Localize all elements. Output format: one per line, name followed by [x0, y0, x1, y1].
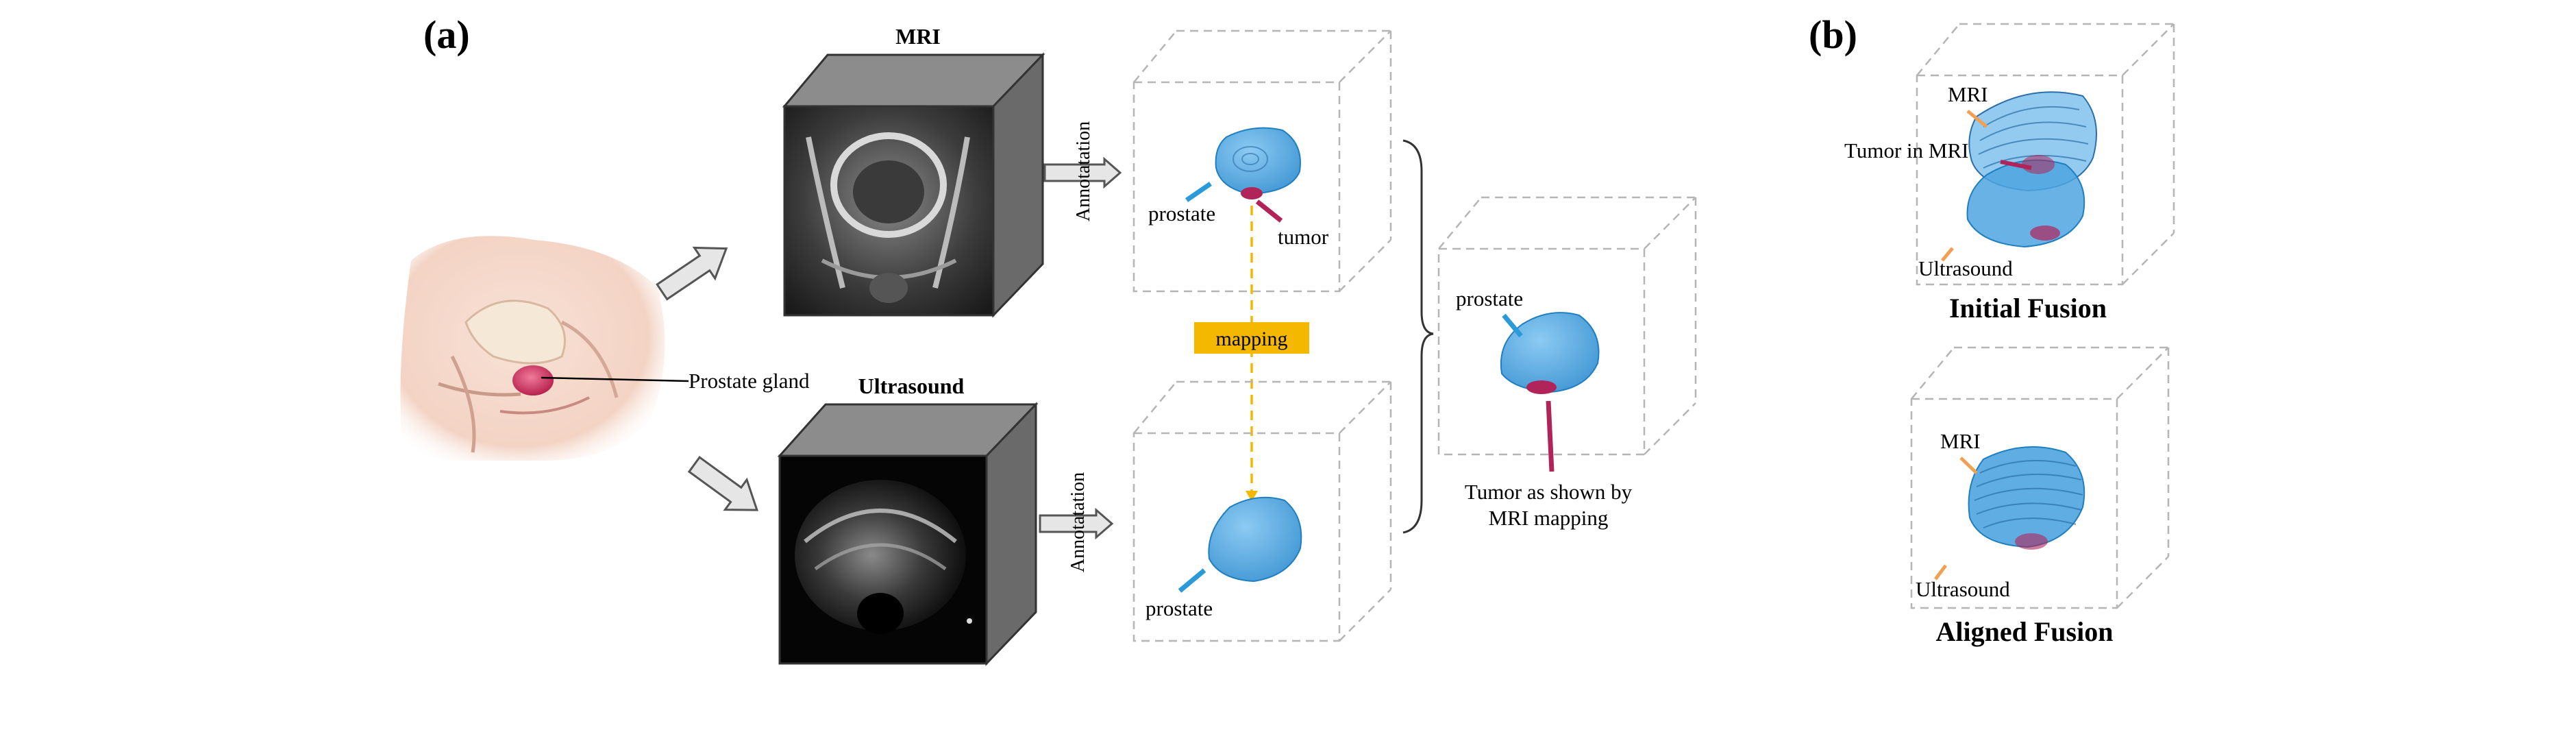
annotation-label-ultrasound: Annotatation	[1067, 472, 1089, 572]
ultrasound-prostate-leader	[1178, 568, 1206, 593]
result-prostate-label: prostate	[1456, 287, 1523, 310]
aligned-fused-volume	[1968, 446, 2085, 548]
annotation-arrow-mri	[1043, 156, 1122, 189]
ultrasound-segmentation-cube	[1132, 380, 1392, 642]
aligned-mri-leader	[1959, 456, 1978, 474]
aligned-mri-label: MRI	[1940, 429, 1981, 453]
panel-a-label: (a)	[423, 12, 470, 57]
annotation-label-mri: Annotatation	[1073, 121, 1094, 221]
prostate-gland-shape	[512, 365, 554, 395]
mapping-box	[1194, 322, 1309, 354]
ultrasound-volume	[777, 402, 1039, 666]
ultrasound-title: Ultrasound	[858, 374, 965, 398]
result-tumor-caption-line2: MRI mapping	[1489, 506, 1609, 530]
mri-prostate-leader	[1185, 182, 1212, 202]
initial-mri-leader	[1966, 110, 1988, 128]
result-tumor-segmentation	[1526, 380, 1557, 394]
initial-ultrasound-label: Ultrasound	[1918, 256, 2013, 280]
ultrasound-prostate-label: prostate	[1145, 596, 1213, 620]
aligned-tumor	[2015, 533, 2048, 550]
aligned-ultrasound-leader	[1934, 564, 1947, 581]
mri-segmentation-cube	[1132, 29, 1392, 293]
mri-prostate-label: prostate	[1148, 202, 1215, 226]
mri-tumor-leader	[1255, 199, 1283, 223]
initial-fusion-cube	[1916, 23, 2175, 286]
mapping-arrowhead	[1246, 491, 1258, 502]
initial-tumor-leader	[2000, 160, 2032, 170]
initial-ultrasound-leader	[1941, 247, 1954, 262]
initial-tumor-label: Tumor in MRI	[1844, 138, 1968, 162]
prostate-gland-label: Prostate gland	[689, 369, 810, 393]
panel-b-label: (b)	[1809, 12, 1857, 57]
mri-title: MRI	[895, 24, 941, 49]
result-prostate-segmentation	[1500, 312, 1600, 393]
aligned-fusion-title: Aligned Fusion	[1936, 616, 2114, 647]
initial-fusion-title: Initial Fusion	[1949, 293, 2107, 324]
mri-volume	[782, 52, 1045, 318]
result-tumor-caption-line1: Tumor as shown by	[1465, 480, 1633, 504]
aligned-ultrasound-label: Ultrasound	[1916, 577, 2010, 601]
ultrasound-prostate-segmentation	[1208, 496, 1302, 583]
aligned-fusion-cube	[1910, 346, 2170, 609]
pelvis-anatomy-illustration	[400, 236, 665, 461]
annotation-arrow-ultrasound	[1039, 507, 1114, 540]
initial-tumor-in-mri	[2022, 155, 2055, 174]
initial-mri-label: MRI	[1948, 82, 1988, 106]
result-tumor-leader	[1546, 400, 1555, 472]
mapping-label: mapping	[1216, 328, 1288, 350]
merge-brace	[1402, 139, 1434, 534]
arrow-to-ultrasound	[687, 456, 759, 511]
mri-tumor-label: tumor	[1278, 225, 1329, 249]
mri-tumor-segmentation	[1241, 187, 1263, 199]
gland-leader-line	[541, 376, 689, 382]
arrow-to-mri	[656, 246, 728, 301]
result-prostate-leader	[1502, 313, 1523, 338]
result-cube	[1437, 196, 1697, 456]
